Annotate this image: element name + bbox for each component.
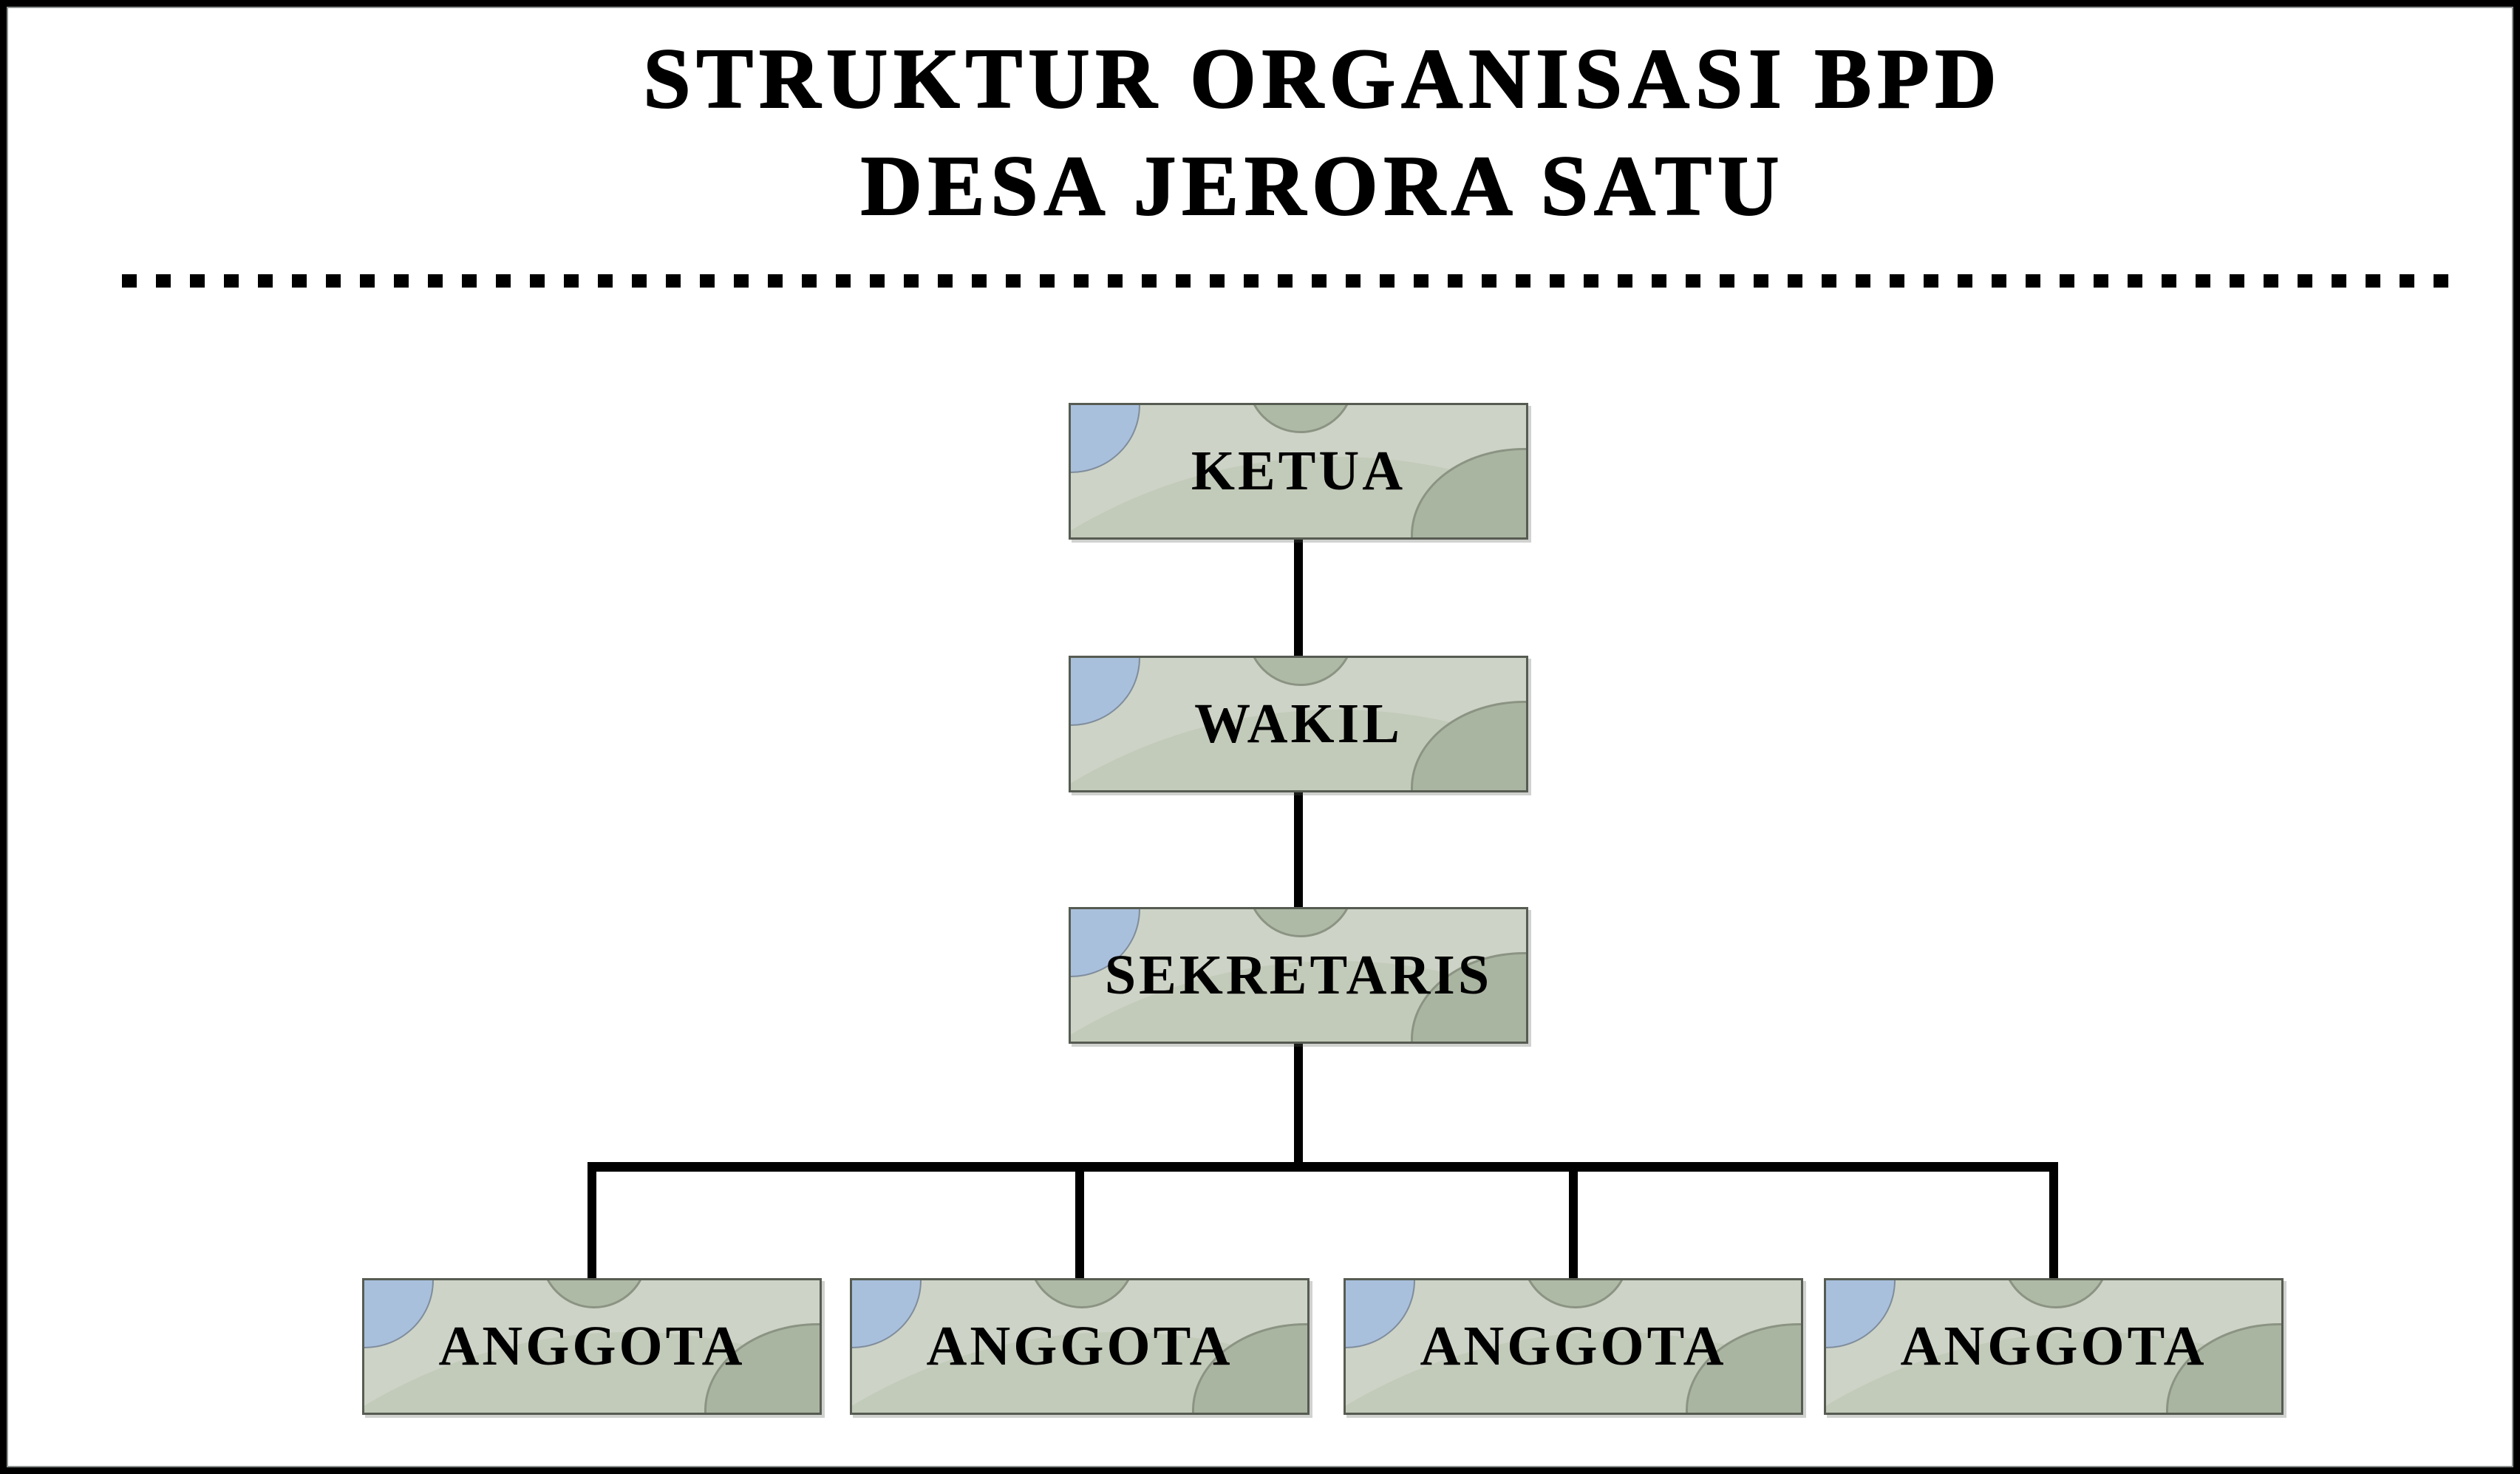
connector-ketua-wakil [1294,537,1303,659]
connector-horizontal-bus [588,1162,2058,1172]
blue-corner-decoration [1826,1280,1896,1348]
connector-drop-anggota-4 [2049,1167,2058,1282]
top-circle-decoration [1247,658,1355,686]
blue-corner-decoration [1071,658,1140,726]
node-sekretaris: SEKRETARIS [1069,907,1528,1044]
connector-drop-anggota-1 [588,1167,596,1282]
top-circle-decoration [540,1280,648,1308]
node-label: ANGGOTA [438,1315,746,1377]
connector-sekretaris-bus [1294,1042,1303,1169]
corner-circle-decoration [1411,448,1526,537]
dashed-divider [122,274,2466,288]
connector-drop-anggota-2 [1075,1167,1084,1282]
top-circle-decoration [1522,1280,1630,1308]
node-anggota-3: ANGGOTA [1344,1278,1803,1415]
blue-corner-decoration [1346,1280,1415,1348]
node-label: ANGGOTA [1900,1315,2207,1377]
connector-wakil-sekretaris [1294,790,1303,910]
blue-corner-decoration [852,1280,922,1348]
node-anggota-1: ANGGOTA [362,1278,822,1415]
node-ketua: KETUA [1069,403,1528,540]
node-wakil: WAKIL [1069,656,1528,792]
node-anggota-2: ANGGOTA [850,1278,1310,1415]
top-circle-decoration [2002,1280,2110,1308]
top-circle-decoration [1247,405,1355,433]
corner-circle-decoration [1411,701,1526,790]
node-anggota-4: ANGGOTA [1824,1278,2284,1415]
node-label: ANGGOTA [926,1315,1233,1377]
node-label: SEKRETARIS [1104,944,1493,1006]
node-label: ANGGOTA [1420,1315,1727,1377]
page-title-line2: DESA JERORA SATU [860,138,1785,234]
top-circle-decoration [1247,909,1355,937]
blue-corner-decoration [364,1280,434,1348]
node-label: WAKIL [1194,693,1403,755]
blue-corner-decoration [1071,405,1140,473]
top-circle-decoration [1028,1280,1136,1308]
page-title-line1: STRUKTUR ORGANISASI BPD [642,31,2003,126]
node-label: KETUA [1191,440,1406,502]
page-title: STRUKTUR ORGANISASI BPD DESA JERORA SATU [7,26,2513,240]
connector-drop-anggota-3 [1569,1167,1578,1282]
